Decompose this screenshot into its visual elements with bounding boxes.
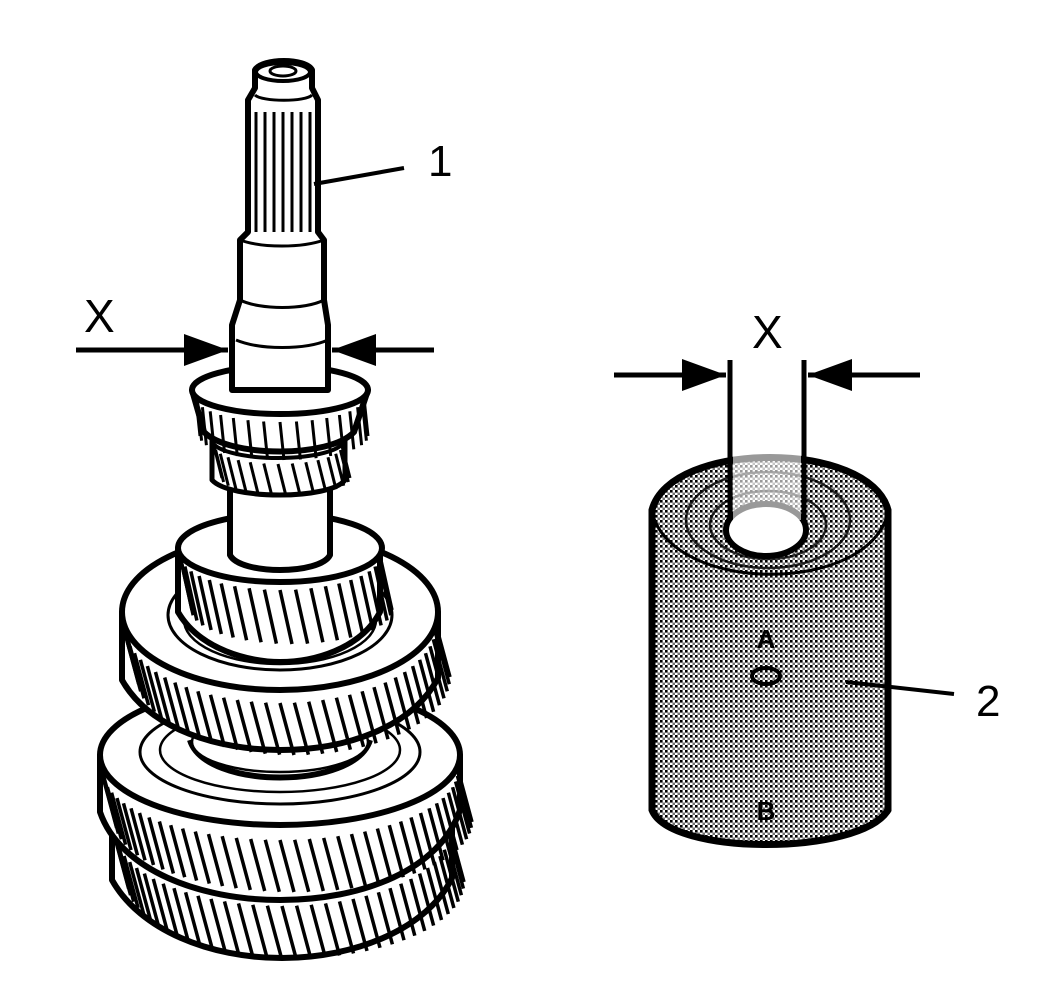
tapered-bearing xyxy=(189,363,371,461)
center-mark xyxy=(750,666,782,686)
callout-2-leader xyxy=(845,680,955,696)
shaft-gear-assembly xyxy=(97,58,474,961)
dimension-label-left: X xyxy=(84,290,115,342)
dimension-label-right: X xyxy=(752,306,783,358)
gauge-cylinder xyxy=(648,360,892,848)
left-arrowhead xyxy=(184,334,228,366)
right-dimension xyxy=(614,359,920,391)
left-arrowhead-2 xyxy=(332,334,376,366)
mark-b: B xyxy=(757,796,776,826)
callout-2: 2 xyxy=(976,677,1000,726)
callout-1-leader xyxy=(313,166,405,186)
mark-a: A xyxy=(757,624,776,654)
callout-1: 1 xyxy=(428,137,452,186)
left-dimension xyxy=(76,334,434,366)
